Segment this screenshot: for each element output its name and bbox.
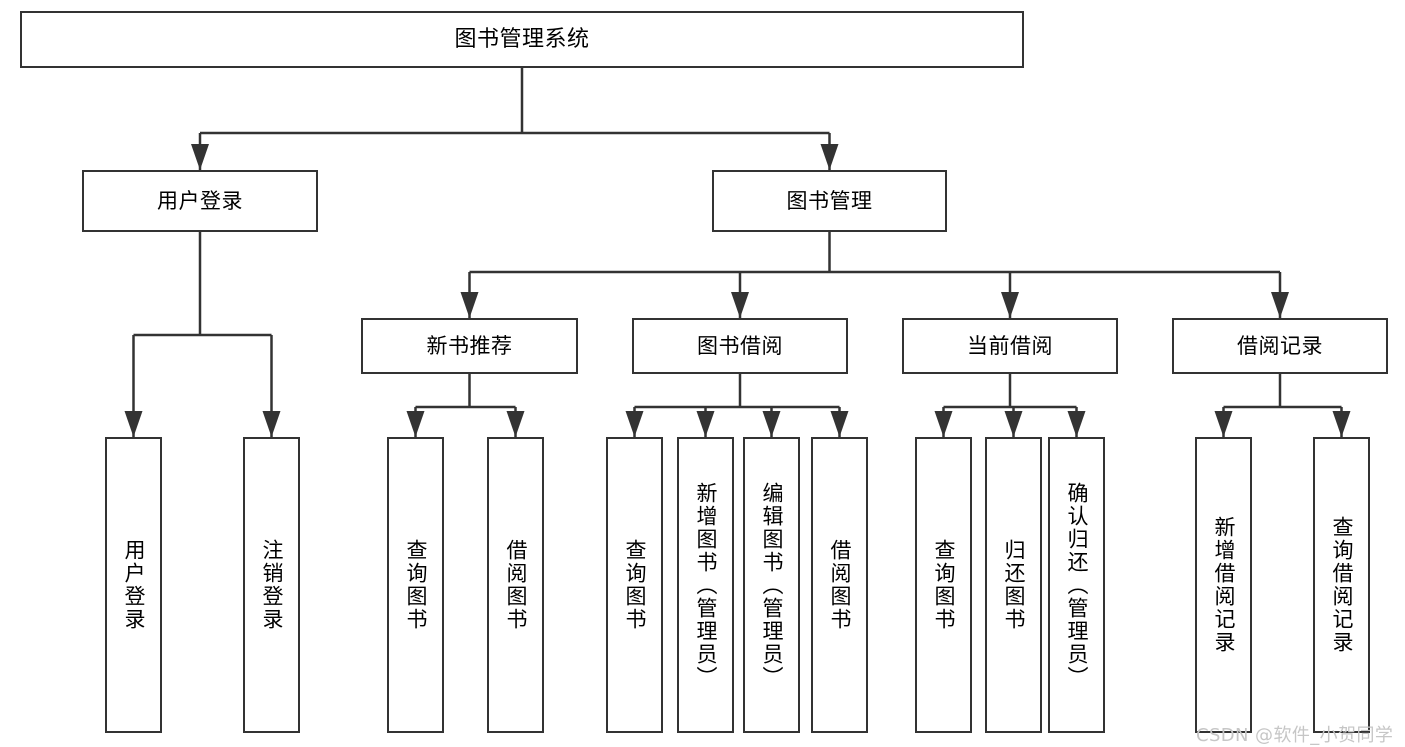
- arrow-new-book-rec: [460, 292, 479, 318]
- arrow-book-manage: [820, 144, 839, 170]
- node-new-book-rec[interactable]: 新书推荐: [361, 318, 578, 374]
- node-label: 新增图书（管理员）: [694, 481, 718, 689]
- node-label: 图书借阅: [697, 333, 783, 358]
- node-label: 编辑图书（管理员）: [760, 481, 784, 689]
- node-borrow-record[interactable]: 借阅记录: [1172, 318, 1388, 374]
- node-label: 借阅记录: [1237, 333, 1323, 358]
- node-label: 借阅图书: [828, 539, 852, 631]
- node-leaf-confirm-return[interactable]: 确认归还（管理员）: [1048, 437, 1105, 733]
- node-label: 图书管理: [786, 188, 873, 213]
- arrow-borrow-record: [1271, 292, 1289, 318]
- watermark: CSDN @软件_小贺同学: [1196, 725, 1394, 746]
- arrow-user-login: [191, 144, 209, 170]
- arrow-leaf-borrow-book: [830, 411, 849, 437]
- node-label: 查询图书: [932, 539, 956, 631]
- arrow-leaf-borrow-book-rec: [506, 411, 525, 437]
- node-root[interactable]: 图书管理系统: [20, 11, 1024, 68]
- node-leaf-add-record[interactable]: 新增借阅记录: [1195, 437, 1252, 733]
- arrow-leaf-query-book-cur: [934, 411, 953, 437]
- node-label: 查询图书: [623, 539, 647, 631]
- arrow-leaf-add-record: [1214, 411, 1233, 437]
- node-leaf-borrow-book[interactable]: 借阅图书: [811, 437, 868, 733]
- arrow-leaf-query-book-rec: [406, 411, 425, 437]
- node-user-login[interactable]: 用户登录: [82, 170, 318, 232]
- node-label: 用户登录: [157, 188, 243, 213]
- node-label: 归还图书: [1002, 539, 1026, 631]
- arrow-leaf-logout: [262, 411, 281, 437]
- node-leaf-return-book[interactable]: 归还图书: [985, 437, 1042, 733]
- node-label: 查询图书: [404, 539, 428, 631]
- node-leaf-borrow-book-rec[interactable]: 借阅图书: [487, 437, 544, 733]
- arrow-leaf-query-book: [625, 411, 644, 437]
- node-label: 图书管理系统: [454, 26, 590, 52]
- node-label: 当前借阅: [967, 333, 1053, 358]
- node-leaf-logout[interactable]: 注销登录: [243, 437, 300, 733]
- node-book-manage[interactable]: 图书管理: [712, 170, 947, 232]
- node-book-borrow[interactable]: 图书借阅: [632, 318, 848, 374]
- arrow-leaf-confirm-return: [1067, 411, 1086, 437]
- arrow-book-borrow: [731, 292, 749, 318]
- node-label: 借阅图书: [504, 539, 528, 631]
- arrow-current-borrow: [1001, 292, 1019, 318]
- node-label: 确认归还（管理员）: [1065, 481, 1089, 689]
- node-label: 用户登录: [122, 539, 146, 631]
- arrow-leaf-query-record: [1332, 411, 1351, 437]
- node-label: 注销登录: [260, 539, 284, 631]
- arrow-leaf-user-login: [124, 411, 143, 437]
- node-label: 新增借阅记录: [1212, 516, 1236, 654]
- node-label: 新书推荐: [426, 333, 513, 358]
- node-leaf-query-book[interactable]: 查询图书: [606, 437, 663, 733]
- node-current-borrow[interactable]: 当前借阅: [902, 318, 1118, 374]
- node-leaf-query-record[interactable]: 查询借阅记录: [1313, 437, 1370, 733]
- node-leaf-add-book[interactable]: 新增图书（管理员）: [677, 437, 734, 733]
- node-leaf-query-book-rec[interactable]: 查询图书: [387, 437, 444, 733]
- node-leaf-user-login[interactable]: 用户登录: [105, 437, 162, 733]
- node-label: 查询借阅记录: [1330, 516, 1354, 654]
- node-leaf-edit-book[interactable]: 编辑图书（管理员）: [743, 437, 800, 733]
- arrow-leaf-add-book: [696, 411, 715, 437]
- arrow-leaf-edit-book: [762, 411, 781, 437]
- node-leaf-query-book-cur[interactable]: 查询图书: [915, 437, 972, 733]
- arrow-leaf-return-book: [1004, 411, 1023, 437]
